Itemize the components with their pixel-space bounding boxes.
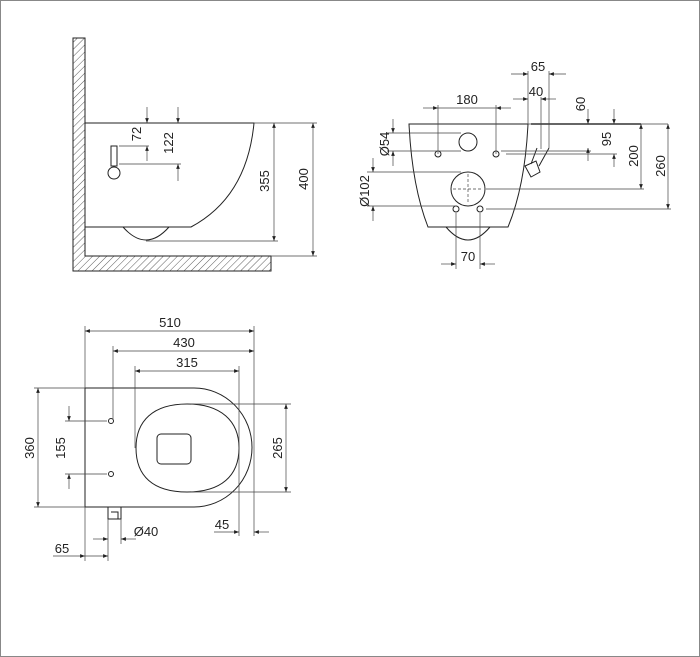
- dim-122: 122: [161, 132, 176, 154]
- dim-315: 315: [176, 355, 198, 370]
- bowl-opening: [156, 433, 192, 465]
- water-inlet-hole: [458, 132, 478, 152]
- dim-200: 200: [626, 145, 641, 167]
- dim-70: 70: [461, 249, 475, 264]
- bowl-outline-top: [84, 387, 253, 508]
- fixing-hole: [108, 471, 114, 477]
- bolt-hole: [476, 205, 484, 213]
- dim-260: 260: [653, 155, 668, 177]
- seat-oval: [135, 403, 240, 493]
- top-view: 510 430 315 360 155 265 45 Ø40 65: [22, 315, 291, 561]
- connector: [107, 507, 122, 520]
- dim-65: 65: [531, 59, 545, 74]
- rear-dimension-lines: [367, 71, 671, 269]
- dim-diameter-54: Ø54: [377, 132, 392, 157]
- rear-view: 180 65 40 60 95 200 260 Ø54 Ø102 70: [357, 59, 671, 269]
- side-dimension-lines: [119, 107, 317, 257]
- dim-72: 72: [129, 127, 144, 141]
- bowl-outline-rear: [408, 123, 529, 228]
- dim-60: 60: [573, 97, 588, 111]
- dim-430: 430: [173, 335, 195, 350]
- bowl-outline: [85, 122, 255, 228]
- side-view: 72 122 355 400: [72, 37, 317, 272]
- dim-45: 45: [215, 517, 229, 532]
- fixing-hole: [108, 418, 114, 424]
- dim-diameter-40: Ø40: [134, 524, 159, 539]
- dim-360: 360: [22, 437, 37, 459]
- outlet-arc-rear: [445, 226, 491, 241]
- top-dimension-lines: [34, 326, 291, 561]
- valve: [524, 147, 550, 178]
- dim-510: 510: [159, 315, 181, 330]
- dim-180: 180: [456, 92, 478, 107]
- inlet-pipe-end: [107, 166, 121, 180]
- dim-400: 400: [296, 168, 311, 190]
- inlet-pipe: [110, 145, 118, 167]
- dim-65-offset: 65: [55, 541, 69, 556]
- dim-355: 355: [257, 170, 272, 192]
- outlet-arc: [122, 226, 170, 241]
- bolt-hole: [452, 205, 460, 213]
- dim-95: 95: [599, 132, 614, 146]
- dim-diameter-102: Ø102: [357, 175, 372, 207]
- outlet-hole: [450, 171, 486, 207]
- dim-40: 40: [529, 84, 543, 99]
- dim-265: 265: [270, 437, 285, 459]
- dim-155: 155: [53, 437, 68, 459]
